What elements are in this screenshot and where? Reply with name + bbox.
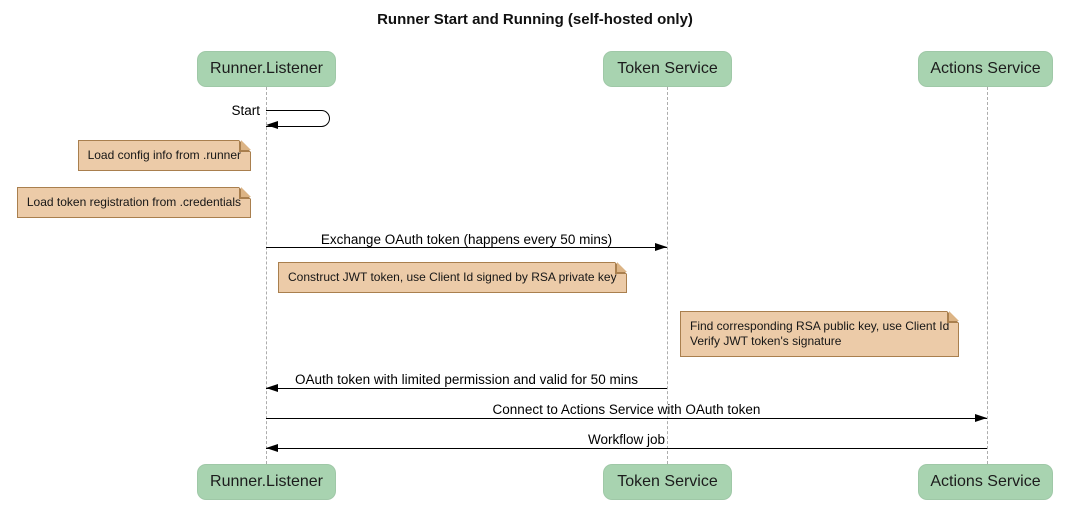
participant-label: Actions Service <box>930 60 1041 77</box>
lifeline-runner-listener <box>266 87 267 464</box>
note-verify-jwt-token: Find corresponding RSA public key, use C… <box>680 311 960 357</box>
participant-runner-listener-bottom: Runner.Listener <box>197 464 336 500</box>
self-message-arrowhead <box>266 121 278 129</box>
message-exchange-oauth-label: Exchange OAuth token (happens every 50 m… <box>320 232 613 247</box>
message-oauth-token-response-line <box>266 388 667 390</box>
message-workflow-job-label: Workflow job <box>587 432 666 447</box>
note-load-token-registration: Load token registration from .credential… <box>16 187 252 218</box>
message-workflow-job-arrowhead <box>266 444 278 452</box>
message-exchange-oauth-arrowhead <box>655 243 667 251</box>
self-message-start-label: Start <box>231 103 260 118</box>
message-connect-actions-line <box>266 418 987 420</box>
participant-actions-service-top: Actions Service <box>918 51 1053 87</box>
participant-actions-service-bottom: Actions Service <box>918 464 1053 500</box>
participant-label: Token Service <box>617 60 718 77</box>
self-message-start-loop <box>266 110 330 127</box>
participant-label: Runner.Listener <box>210 60 323 77</box>
participant-label: Token Service <box>617 473 718 490</box>
participant-label: Runner.Listener <box>210 473 323 490</box>
message-exchange-oauth-line <box>266 247 667 249</box>
message-oauth-token-response-arrowhead <box>266 384 278 392</box>
message-workflow-job-line <box>266 448 987 450</box>
diagram-title: Runner Start and Running (self-hosted on… <box>377 11 693 28</box>
message-connect-actions-arrowhead <box>975 414 987 422</box>
message-oauth-token-response-label: OAuth token with limited permission and … <box>295 372 638 387</box>
lifeline-token-service <box>667 87 668 464</box>
participant-label: Actions Service <box>930 473 1041 490</box>
note-load-config-info: Load config info from .runner <box>77 140 252 171</box>
participant-token-service-top: Token Service <box>603 51 732 87</box>
note-construct-jwt-token: Construct JWT token, use Client Id signe… <box>278 262 627 293</box>
lifeline-actions-service <box>987 87 988 464</box>
message-connect-actions-label: Connect to Actions Service with OAuth to… <box>492 402 761 417</box>
participant-runner-listener-top: Runner.Listener <box>197 51 336 87</box>
participant-token-service-bottom: Token Service <box>603 464 732 500</box>
